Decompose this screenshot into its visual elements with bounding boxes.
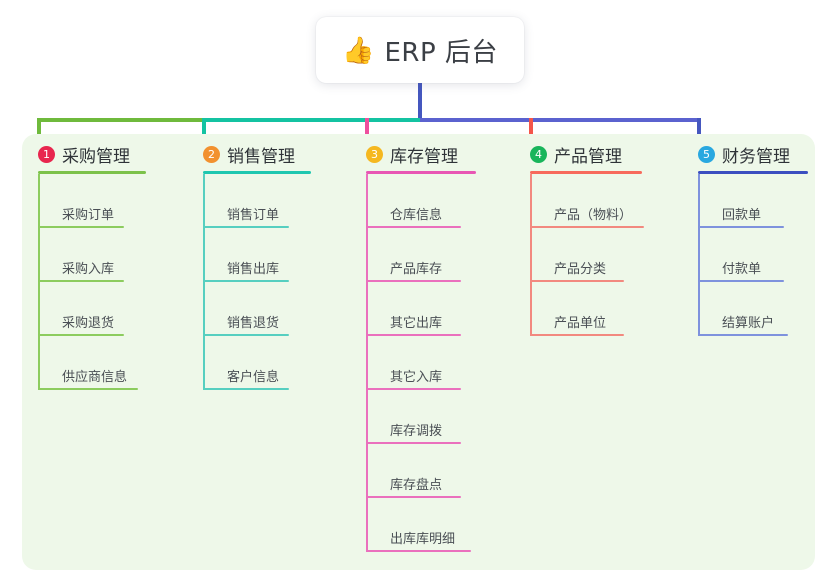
branch-badge-3: 3 <box>366 146 383 163</box>
leaf-item-underline <box>203 334 289 336</box>
branch-spine-4 <box>530 174 532 336</box>
leaf-item-label: 销售订单 <box>227 208 280 223</box>
leaf-item[interactable]: 客户信息 <box>203 356 299 390</box>
leaf-item-underline <box>366 388 461 390</box>
leaf-item-label: 供应商信息 <box>62 370 128 385</box>
leaf-item[interactable]: 库存调拨 <box>366 410 471 444</box>
leaf-item-label: 出库库明细 <box>390 532 456 547</box>
leaf-item-label: 采购入库 <box>62 262 115 277</box>
branch-badge-5: 5 <box>698 146 715 163</box>
leaf-item[interactable]: 销售订单 <box>203 194 299 228</box>
root-node-label: ERP 后台 <box>384 37 498 68</box>
branch-title-2: 销售管理 <box>227 147 295 167</box>
leaf-item-label: 产品分类 <box>554 262 607 277</box>
leaf-item-label: 产品库存 <box>390 262 443 277</box>
leaf-item-label: 仓库信息 <box>390 208 443 223</box>
thumbs-up-icon: 👍 <box>342 35 375 65</box>
branch-underline-1 <box>38 171 146 174</box>
leaf-item[interactable]: 产品库存 <box>366 248 471 282</box>
leaf-item[interactable]: 采购退货 <box>38 302 134 336</box>
leaf-item-underline <box>203 280 289 282</box>
branch-header-2[interactable]: 2 销售管理 <box>203 142 295 167</box>
leaf-item-underline <box>366 442 461 444</box>
leaf-item[interactable]: 回款单 <box>698 194 794 228</box>
leaf-item-label: 销售退货 <box>227 316 280 331</box>
leaf-item-underline <box>38 388 138 390</box>
leaf-item[interactable]: 销售退货 <box>203 302 299 336</box>
leaf-item-underline <box>530 334 624 336</box>
leaf-item[interactable]: 采购入库 <box>38 248 134 282</box>
leaf-item-label: 产品（物料） <box>554 208 633 223</box>
leaf-item[interactable]: 结算账户 <box>698 302 798 336</box>
leaf-item[interactable]: 供应商信息 <box>38 356 148 390</box>
leaf-item[interactable]: 出库库明细 <box>366 518 481 552</box>
branch-title-3: 库存管理 <box>390 147 458 167</box>
leaf-item-label: 其它入库 <box>390 370 443 385</box>
leaf-item[interactable]: 付款单 <box>698 248 794 282</box>
branch-spine-5 <box>698 174 700 336</box>
leaf-item-underline <box>530 280 624 282</box>
leaf-item[interactable]: 销售出库 <box>203 248 299 282</box>
branch-underline-5 <box>698 171 808 174</box>
leaf-item[interactable]: 产品（物料） <box>530 194 654 228</box>
branches-panel: 1 采购管理采购订单采购入库采购退货供应商信息 2 销售管理销售订单销售出库销售退货客… <box>22 134 815 570</box>
leaf-item-label: 付款单 <box>722 262 762 277</box>
leaf-item[interactable]: 产品分类 <box>530 248 634 282</box>
branch-underline-3 <box>366 171 476 174</box>
branch-badge-4: 4 <box>530 146 547 163</box>
leaf-item-label: 客户信息 <box>227 370 280 385</box>
branch-header-3[interactable]: 3 库存管理 <box>366 142 458 167</box>
leaf-item-underline <box>698 280 784 282</box>
leaf-item-underline <box>38 226 124 228</box>
leaf-item-label: 回款单 <box>722 208 762 223</box>
leaf-item-label: 采购退货 <box>62 316 115 331</box>
leaf-item-underline <box>38 334 124 336</box>
root-node-title-card[interactable]: 👍 ERP 后台 <box>316 17 524 83</box>
branch-header-1[interactable]: 1 采购管理 <box>38 142 130 167</box>
leaf-item[interactable]: 仓库信息 <box>366 194 471 228</box>
leaf-item[interactable]: 采购订单 <box>38 194 134 228</box>
branch-spine-2 <box>203 174 205 390</box>
leaf-item[interactable]: 产品单位 <box>530 302 634 336</box>
branch-spine-3 <box>366 174 368 552</box>
leaf-item-label: 库存调拨 <box>390 424 443 439</box>
branch-spine-1 <box>38 174 40 390</box>
leaf-item[interactable]: 其它入库 <box>366 356 471 390</box>
leaf-item-underline <box>366 226 461 228</box>
branch-header-5[interactable]: 5 财务管理 <box>698 142 790 167</box>
leaf-item-underline <box>698 226 784 228</box>
leaf-item-underline <box>366 496 461 498</box>
leaf-item-underline <box>366 550 471 552</box>
leaf-item-label: 其它出库 <box>390 316 443 331</box>
leaf-item-underline <box>530 226 644 228</box>
leaf-item-underline <box>203 226 289 228</box>
branch-badge-1: 1 <box>38 146 55 163</box>
branch-header-4[interactable]: 4 产品管理 <box>530 142 622 167</box>
branch-title-4: 产品管理 <box>554 147 622 167</box>
leaf-item-underline <box>366 280 461 282</box>
branch-title-5: 财务管理 <box>722 147 790 167</box>
branch-title-1: 采购管理 <box>62 147 130 167</box>
branch-underline-2 <box>203 171 311 174</box>
leaf-item-label: 产品单位 <box>554 316 607 331</box>
leaf-item-underline <box>366 334 461 336</box>
leaf-item-label: 销售出库 <box>227 262 280 277</box>
leaf-item-label: 采购订单 <box>62 208 115 223</box>
branch-underline-4 <box>530 171 642 174</box>
leaf-item-label: 库存盘点 <box>390 478 443 493</box>
leaf-item-underline <box>203 388 289 390</box>
leaf-item-underline <box>38 280 124 282</box>
leaf-item[interactable]: 库存盘点 <box>366 464 471 498</box>
leaf-item-label: 结算账户 <box>722 316 775 331</box>
branch-badge-2: 2 <box>203 146 220 163</box>
leaf-item-underline <box>698 334 788 336</box>
leaf-item[interactable]: 其它出库 <box>366 302 471 336</box>
